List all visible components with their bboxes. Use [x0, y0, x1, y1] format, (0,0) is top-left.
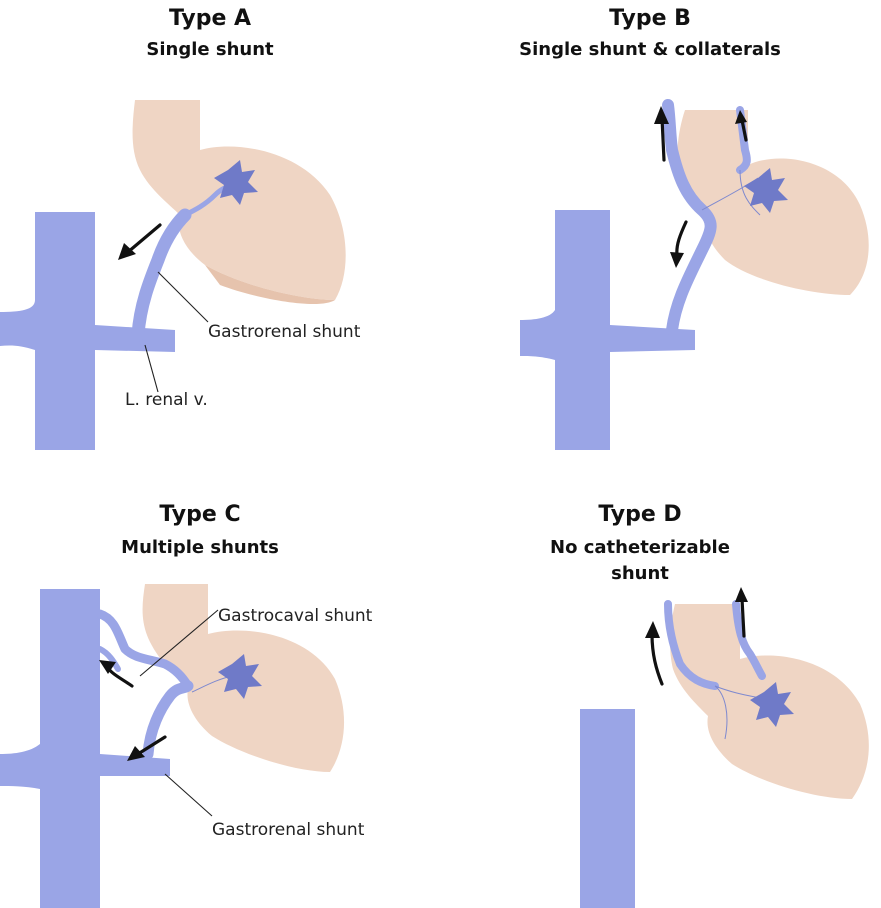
gastrorenal-leader	[165, 774, 212, 816]
panel-type-b: Type B Single shunt & collaterals	[440, 0, 880, 454]
gastrorenal-shunt-label: Gastrorenal shunt	[212, 820, 364, 840]
ivc	[35, 212, 95, 450]
panel-subtitle-line2: shunt	[520, 562, 760, 586]
panel-type-a: Type A Single shunt Gastrorenal shunt L.…	[0, 0, 440, 454]
panel-subtitle: Single shunt	[100, 38, 320, 62]
flow-arrow-down	[677, 222, 686, 255]
panel-title: Type D	[580, 502, 700, 527]
panel-subtitle-line1: No catheterizable	[520, 536, 760, 560]
flow-arrow-down-head	[670, 252, 684, 268]
renal-vein-label: L. renal v.	[125, 390, 208, 410]
type-a-illustration	[0, 0, 440, 454]
gastrorenal-leader	[158, 272, 208, 322]
gastrorenal-shunt-label: Gastrorenal shunt	[208, 322, 360, 342]
panel-title: Type B	[590, 6, 710, 31]
gastrocaval-shunt-label: Gastrocaval shunt	[218, 606, 372, 626]
flow-arrow-right-head	[735, 587, 748, 602]
panel-subtitle: Single shunt & collaterals	[500, 38, 800, 62]
flow-arrow	[128, 225, 160, 252]
type-b-illustration	[440, 0, 880, 454]
flow-arrow-up-left	[662, 118, 664, 160]
flow-arrow-left-head	[645, 621, 660, 638]
flow-arrow-right	[742, 599, 744, 636]
panel-subtitle: Multiple shunts	[90, 536, 310, 560]
ivc	[555, 210, 610, 450]
flow-arrow-left	[652, 634, 662, 684]
panel-type-c: Type C Multiple shunts Gastrocaval shunt…	[0, 454, 440, 908]
ivc	[580, 709, 635, 908]
panel-type-d: Type D No catheterizable shunt	[440, 454, 880, 908]
panel-title: Type A	[150, 6, 270, 31]
renal-leader	[145, 345, 158, 392]
panel-title: Type C	[140, 502, 260, 527]
ivc	[40, 589, 100, 908]
